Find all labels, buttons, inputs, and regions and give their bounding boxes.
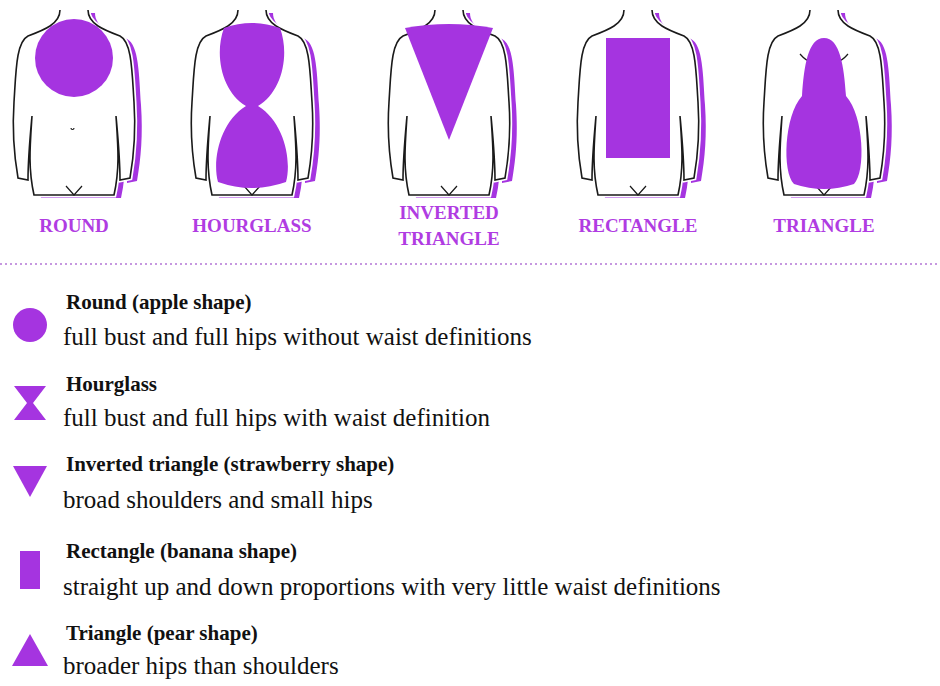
- body-shape: [786, 38, 861, 189]
- dotted-divider: [0, 263, 940, 265]
- figure-sticker: [13, 10, 135, 195]
- body-type-figure: RECTANGLE: [553, 8, 723, 254]
- legend-entry: Round (apple shape): [66, 290, 252, 315]
- shape-symbol: [13, 466, 47, 497]
- figure-outline: [388, 10, 510, 195]
- shape-symbol: [20, 551, 40, 589]
- shape-symbol: [13, 308, 47, 342]
- body-shape: [35, 19, 113, 97]
- figure-outline: [577, 10, 699, 195]
- shape-description: full bust and full hips with waist defin…: [63, 404, 490, 432]
- legend-entry: Triangle (pear shape): [66, 621, 258, 646]
- shape-label: TRIANGLE: [744, 200, 904, 252]
- legend-heading: Inverted triangle (strawberry shape): [66, 452, 394, 477]
- figure-sticker: [191, 10, 313, 195]
- body-figure: [13, 10, 142, 198]
- legend-heading: Triangle (pear shape): [66, 621, 258, 646]
- shape-description: broader hips than shoulders: [63, 652, 339, 680]
- body-type-figure: INVERTED TRIANGLE: [384, 8, 514, 254]
- shape-label: HOURGLASS: [167, 200, 337, 252]
- shape-description: full bust and full hips without waist de…: [63, 323, 532, 351]
- shape-symbol: [14, 386, 46, 420]
- shape-description: straight up and down proportions with ve…: [63, 573, 721, 601]
- legend-entry: Inverted triangle (strawberry shape): [66, 452, 394, 477]
- legend-heading: Hourglass: [66, 372, 157, 397]
- legend-entry: Rectangle (banana shape): [66, 539, 297, 564]
- legend-heading: Rectangle (banana shape): [66, 539, 297, 564]
- body-figure: [577, 10, 706, 198]
- body-type-figure: HOURGLASS: [167, 8, 337, 254]
- shape-symbol: [12, 634, 48, 666]
- body-figure: [191, 10, 320, 198]
- shape-description: broad shoulders and small hips: [63, 486, 373, 514]
- body-type-figure: TRIANGLE: [744, 8, 904, 254]
- figure-sticker: [577, 10, 699, 195]
- figure-outline: [13, 10, 135, 195]
- shape-label: RECTANGLE: [553, 200, 723, 252]
- shape-label: INVERTED TRIANGLE: [384, 200, 514, 252]
- body-figure: [763, 10, 892, 198]
- body-shape: [216, 23, 288, 188]
- body-shape: [405, 24, 493, 140]
- figure-outline: [763, 10, 885, 195]
- shape-label: ROUND: [0, 200, 149, 252]
- figure-sticker: [763, 10, 885, 195]
- body-type-figure: ROUND: [0, 8, 149, 254]
- legend-entry: Hourglass: [66, 372, 157, 397]
- figure-outline: [191, 10, 313, 195]
- figure-sticker: [388, 10, 510, 195]
- legend-heading: Round (apple shape): [66, 290, 252, 315]
- body-figure: [388, 10, 517, 198]
- body-shape: [606, 38, 670, 158]
